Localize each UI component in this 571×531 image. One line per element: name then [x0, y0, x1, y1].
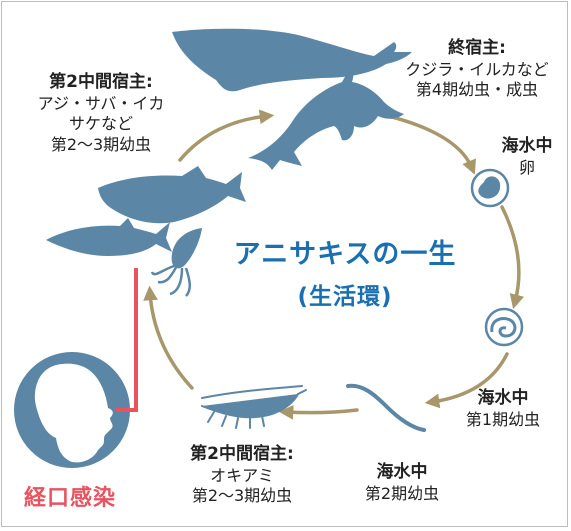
egg-icon	[470, 168, 510, 208]
arrow-fish-to-dolphin	[178, 109, 275, 162]
final-host-label: 終宿主: クジラ・イルカなど 第4期幼虫・成虫	[405, 38, 549, 100]
sea-larva1-label: 海水中 第1期幼虫	[465, 388, 541, 429]
mackerel-icon	[46, 218, 172, 256]
whale-icon	[172, 28, 412, 92]
cycle-arrows	[143, 109, 524, 420]
arrow-worm-to-krill	[278, 405, 359, 420]
arrow-egg-to-coil	[500, 205, 524, 310]
arrow-coil-to-worm	[424, 352, 509, 409]
second-host-fish-label: 第2中間宿主: アジ・サバ・イカ サケなど 第2〜3期幼虫	[37, 72, 165, 154]
dolphin-icon	[248, 68, 404, 170]
sea-larva2-label: 海水中 第2期幼虫	[364, 462, 440, 503]
salmon-icon	[98, 166, 246, 224]
infection-line	[116, 268, 138, 412]
diagram-title: アニサキスの一生 (生活環)	[210, 232, 480, 311]
squid-icon	[150, 228, 202, 297]
arrow-krill-to-fish	[143, 285, 194, 390]
human-head-icon	[14, 352, 130, 468]
oral-infection-label: 経口感染	[24, 486, 117, 511]
larva-worm-icon	[346, 383, 426, 432]
arrow-dolphin-to-egg	[378, 112, 476, 175]
krill-icon	[201, 385, 307, 429]
larva-coil-icon	[484, 307, 524, 347]
krill-host-label: 第2中間宿主: オキアミ 第2〜3期幼虫	[190, 444, 294, 506]
title-line1: アニサキスの一生	[233, 239, 457, 270]
sea-egg-label: 海水中 卵	[501, 136, 553, 177]
title-line2: (生活環)	[297, 284, 393, 310]
